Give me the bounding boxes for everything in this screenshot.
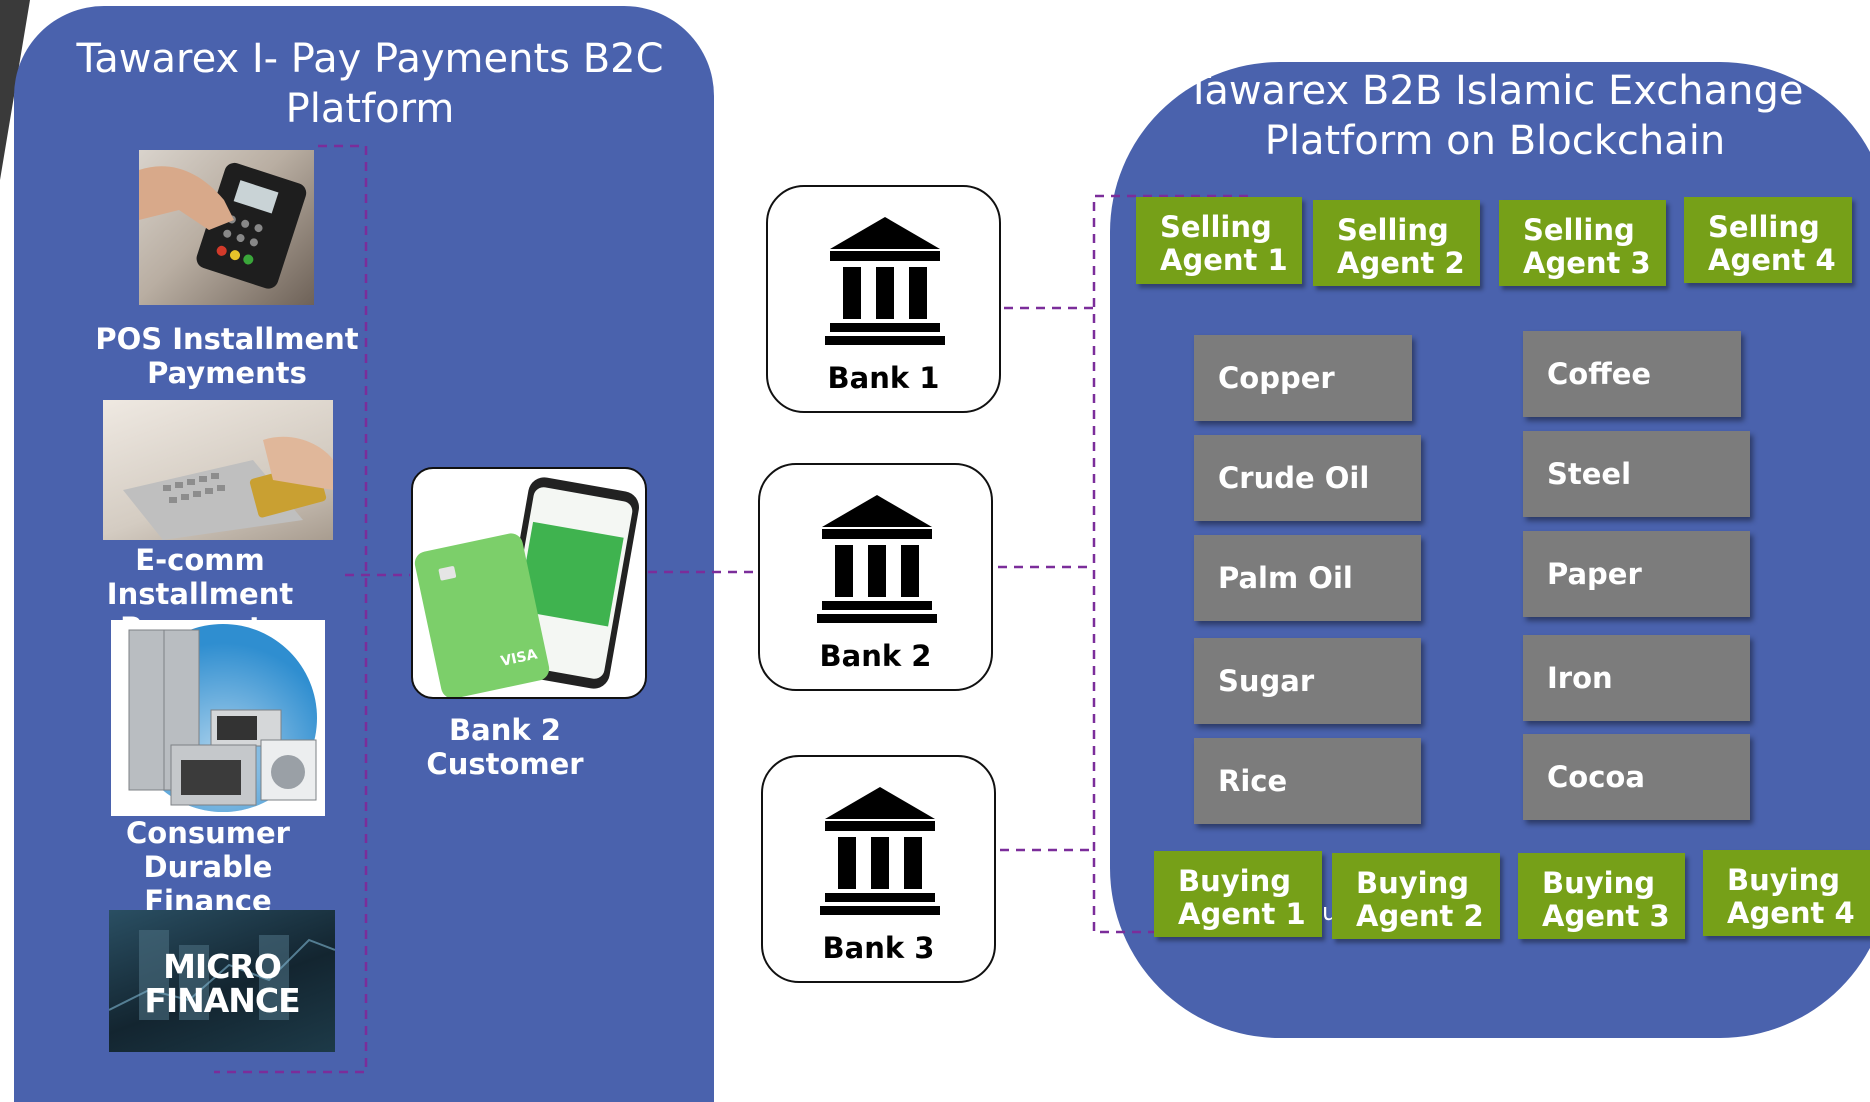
bank-building-icon [825,217,945,345]
commodity-rice: Rice [1194,738,1421,824]
consumer-durable-caption: Consumer Durable Finance [70,816,346,918]
pos-terminal-photo [139,150,314,305]
laptop-card-icon [123,436,333,540]
customer-wallet-card: VISA [411,467,647,699]
buying-agent-2-line2: Agent 2 [1356,899,1484,933]
b2b-title: Tawarex B2B Islamic Exchange Platform on… [1170,66,1820,166]
commodity-palm-oil: Palm Oil [1194,535,1421,621]
buying-agent-2-line1: Buying [1356,866,1469,900]
buying-agent-2: Buying Agent 2 [1332,853,1500,939]
bank-building-icon [817,495,937,623]
selling-agent-2-line2: Agent 2 [1337,246,1465,280]
commodity-cocoa: Cocoa [1523,734,1750,820]
bank-building-icon [820,787,940,915]
selling-agent-1-line2: Agent 1 [1160,243,1288,277]
bank-2-box: Bank 2 [758,463,993,691]
b2c-title: Tawarex I- Pay Payments B2C Platform [60,34,680,134]
selling-agent-2: Selling Agent 2 [1313,200,1480,286]
pos-terminal-icon [139,162,307,289]
pos-caption-line1: POS Installment [95,322,359,356]
customer-caption-line2: Customer [426,747,584,781]
commodity-steel: Steel [1523,431,1750,517]
bank-3-box: Bank 3 [761,755,996,983]
buying-agent-3-line2: Agent 3 [1542,899,1670,933]
commodity-paper: Paper [1523,531,1750,617]
buying-agent-1-line1: Buying [1178,864,1291,898]
b2c-title-line1: Tawarex I- Pay Payments B2C [76,36,664,82]
bank-3-label: Bank 3 [822,931,935,965]
commodity-sugar: Sugar [1194,638,1421,724]
appliances-icon [128,624,317,812]
selling-agent-2-line1: Selling [1337,213,1449,247]
selling-agent-1-line1: Selling [1160,210,1272,244]
selling-agent-3: Selling Agent 3 [1499,200,1666,286]
selling-agent-4: Selling Agent 4 [1684,197,1852,283]
bank-1-label: Bank 1 [827,361,940,395]
pos-caption-line2: Payments [147,356,307,390]
ecomm-caption-line1: E-comm Installment [106,543,294,611]
commodity-crude-oil: Crude Oil [1194,435,1421,521]
coin-stack-icon [109,930,335,1020]
phone-card-icon: VISA [414,477,639,697]
selling-agent-4-line1: Selling [1708,210,1820,244]
appliances-photo [111,620,325,816]
b2c-title-line2: Platform [285,86,455,132]
b2b-title-line1: Tawarex B2B Islamic Exchange [1186,68,1804,114]
pos-installment-caption: POS Installment Payments [92,322,362,390]
selling-agent-4-line2: Agent 4 [1708,243,1836,277]
commodity-copper: Copper [1194,335,1412,421]
selling-agent-3-line1: Selling [1523,213,1635,247]
svg-text:VISA: VISA [499,647,539,670]
buying-agent-1-line2: Agent 1 [1178,897,1306,931]
micro-text: MICRO [163,947,282,986]
laptop-card-photo [103,400,333,540]
b2b-title-line2: Platform on Blockchain [1264,118,1726,164]
commodity-coffee: Coffee [1523,331,1741,417]
buying-agent-3-line1: Buying [1542,866,1655,900]
durable-caption-line1: Consumer Durable [126,816,290,884]
buying-agent-3: Buying Agent 3 [1518,853,1685,939]
buying-agent-1: Buying Agent 1 [1154,851,1322,937]
finance-text: FINANCE [144,981,300,1020]
commodity-iron: Iron [1523,635,1750,721]
buying-agent-4-line2: Agent 4 [1727,896,1855,930]
customer-caption-line1: Bank 2 [449,713,561,747]
selling-agent-3-line2: Agent 3 [1523,246,1651,280]
selling-agent-1: Selling Agent 1 [1136,197,1302,284]
bank-2-label: Bank 2 [819,639,932,673]
buying-agent-4-line1: Buying [1727,863,1840,897]
b2c-bracket-line [214,144,368,1074]
bank-1-box: Bank 1 [766,185,1001,413]
micro-finance-image: MICRO FINANCE [109,910,335,1052]
bank2-customer-caption: Bank 2 Customer [405,713,605,781]
buying-agent-4: Buying Agent 4 [1703,850,1870,936]
